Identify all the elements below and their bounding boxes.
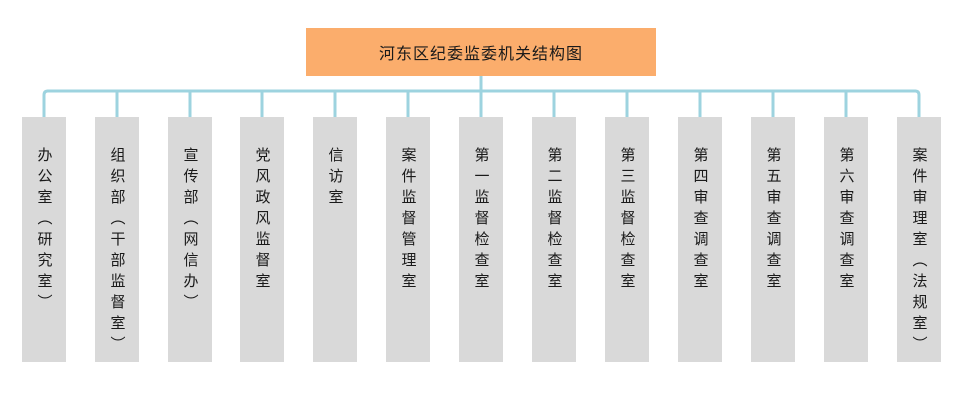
dept-label: 第六审查调查室 (837, 147, 856, 294)
drop-line (913, 89, 921, 119)
dept-node: 案件审理室（法规室） (897, 117, 941, 362)
dept-label: 信访室 (326, 147, 345, 210)
dept-node: 办公室（研究室） (22, 117, 66, 362)
dept-node: 第二监督检查室 (532, 117, 576, 362)
dept-node: 案件监督管理室 (386, 117, 430, 362)
dept-node: 组织部（干部监督室） (95, 117, 139, 362)
dept-label: 第二监督检查室 (545, 147, 564, 294)
dept-label: 办公室（研究室） (35, 147, 54, 315)
dept-label: 党风政风监督室 (253, 147, 272, 294)
dept-label: 第五审查调查室 (764, 147, 783, 294)
dept-node: 第四审查调查室 (678, 117, 722, 362)
drop-line (42, 89, 50, 119)
dept-label: 组织部（干部监督室） (108, 147, 127, 357)
dept-label: 案件监督管理室 (399, 147, 418, 294)
dept-node: 党风政风监督室 (240, 117, 284, 362)
dept-node: 第三监督检查室 (605, 117, 649, 362)
dept-label: 第四审查调查室 (691, 147, 710, 294)
dept-label: 案件审理室（法规室） (910, 147, 929, 357)
dept-node: 第五审查调查室 (751, 117, 795, 362)
dept-label: 第一监督检查室 (472, 147, 491, 294)
diagram-title: 河东区纪委监委机关结构图 (378, 44, 583, 63)
dept-node: 第六审查调查室 (824, 117, 868, 362)
dept-node: 宣传部（网信办） (168, 117, 212, 362)
dept-node: 第一监督检查室 (459, 117, 503, 362)
dept-label: 第三监督检查室 (618, 147, 637, 294)
dept-label: 宣传部（网信办） (181, 147, 200, 315)
root-node: 河东区纪委监委机关结构图 (306, 28, 656, 76)
dept-node: 信访室 (313, 117, 357, 362)
